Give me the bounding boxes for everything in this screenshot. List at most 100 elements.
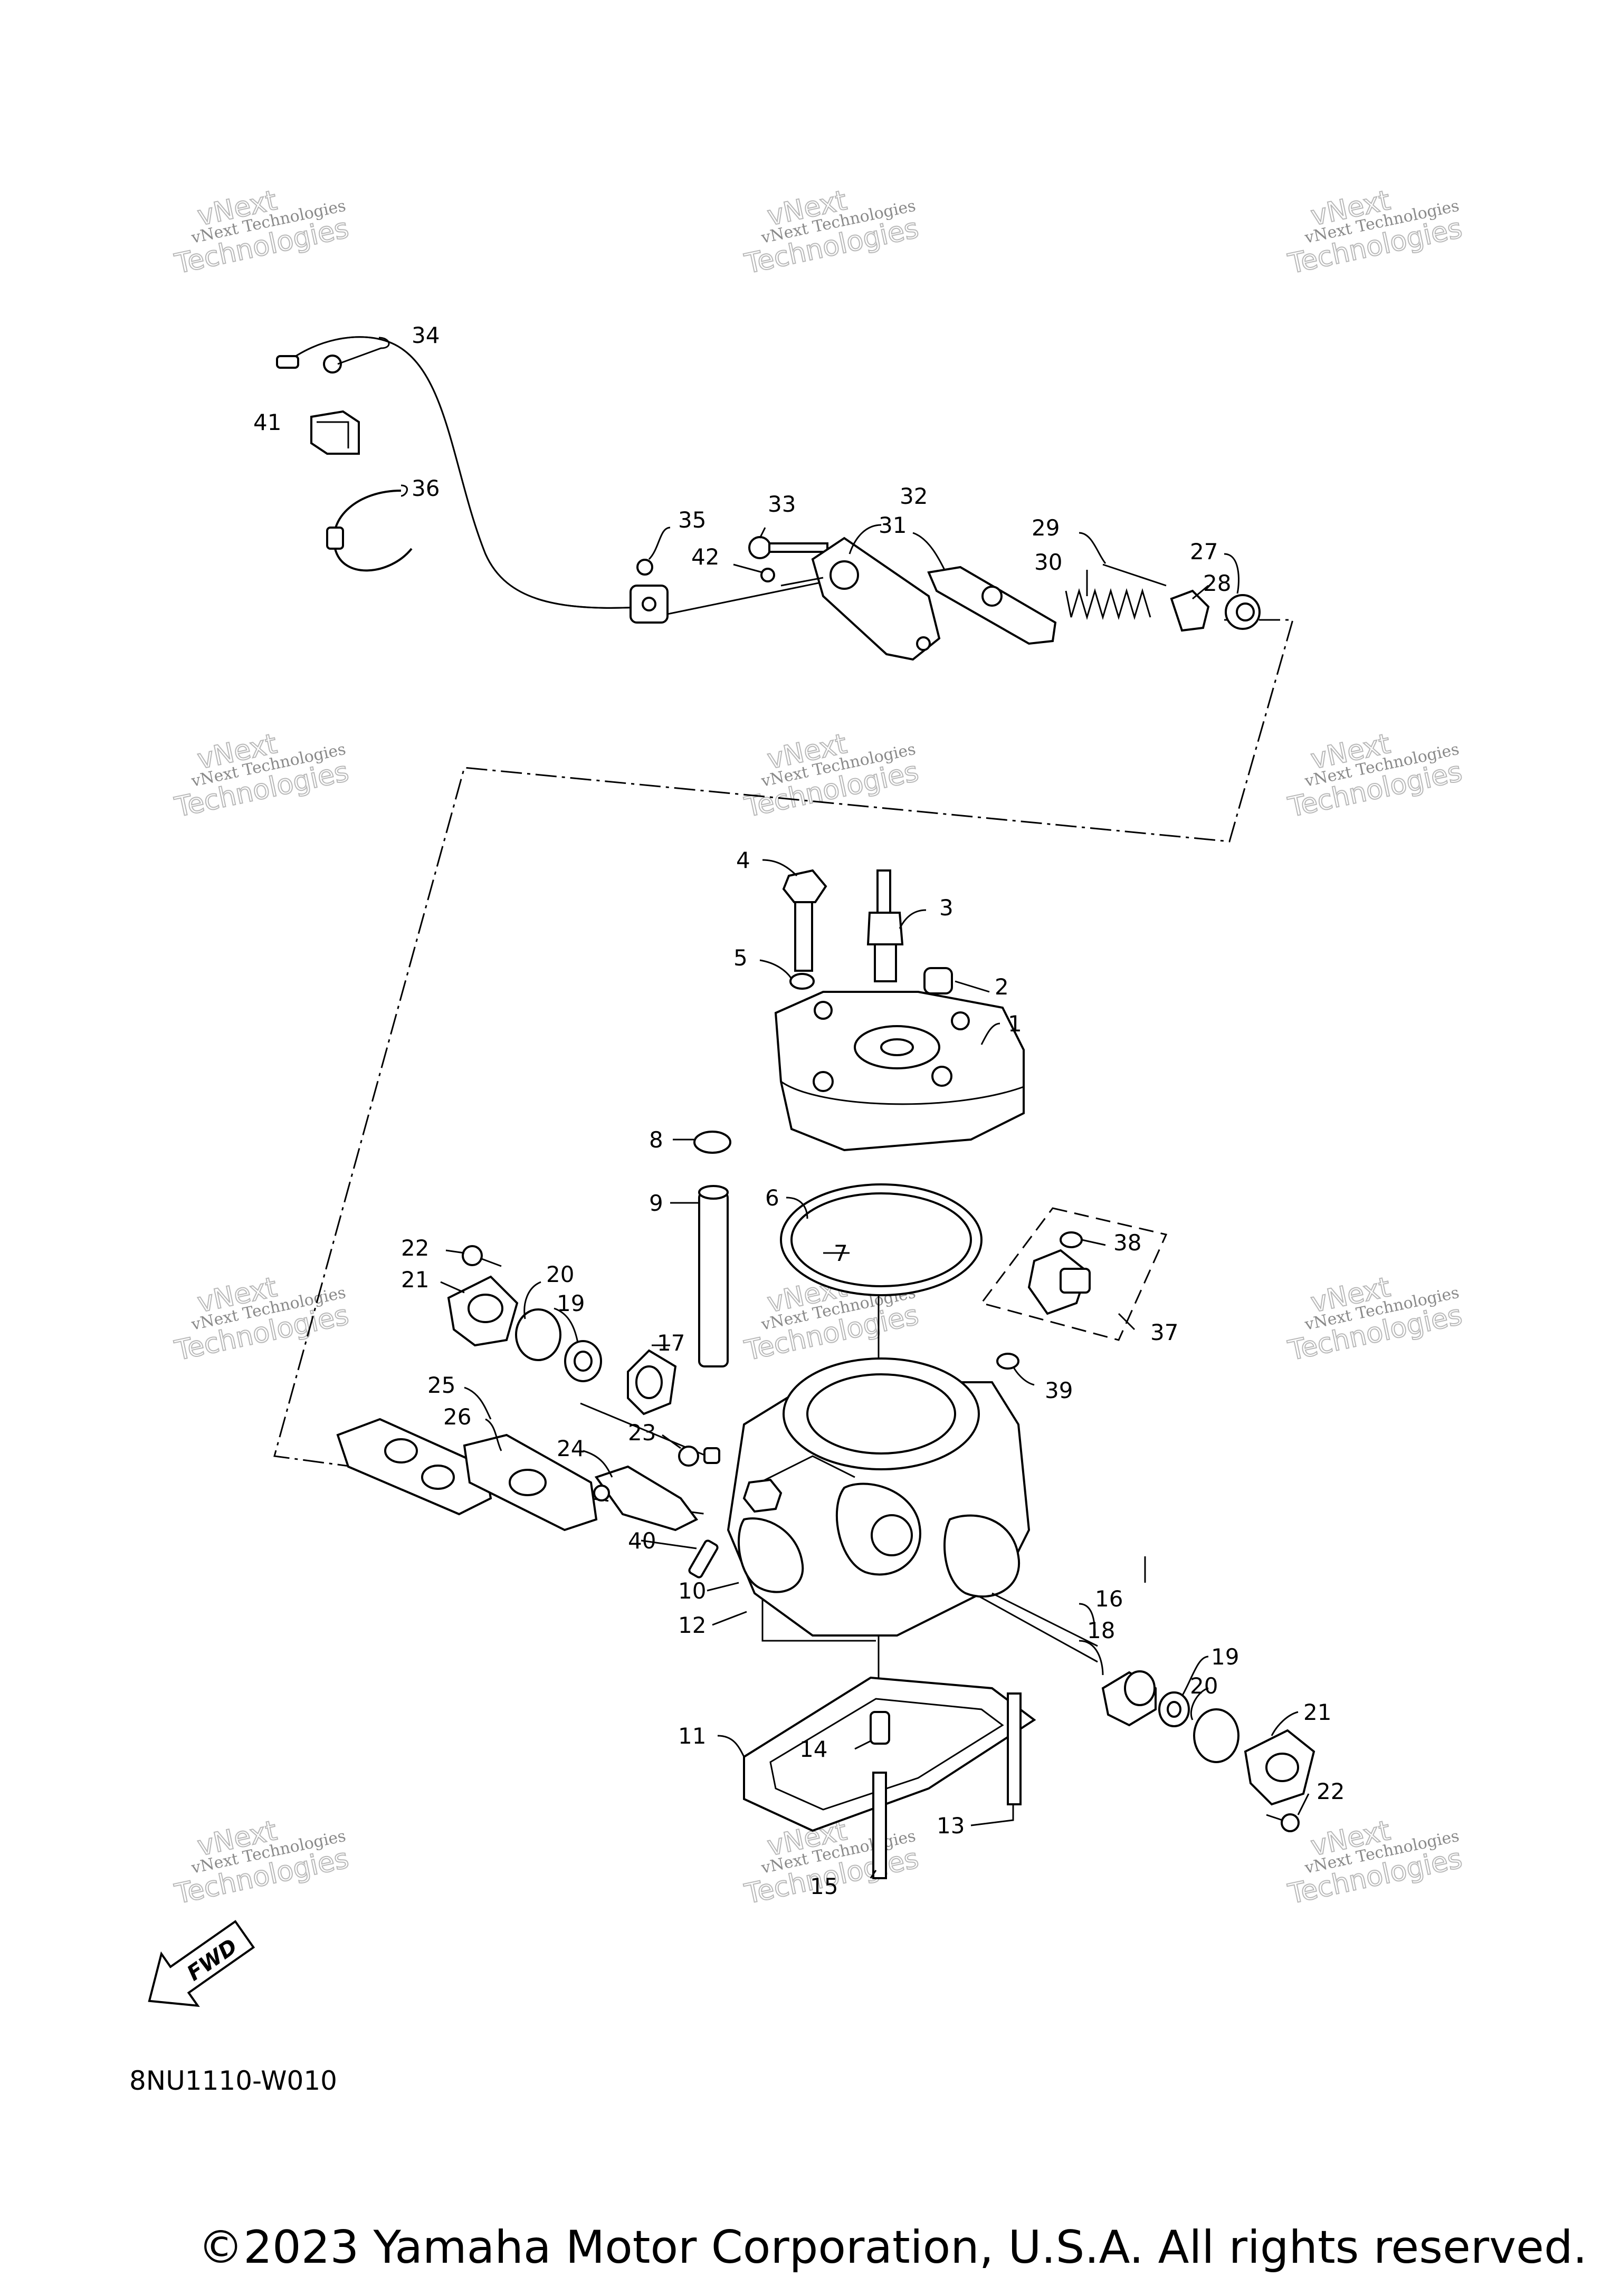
- callout-15: 15: [810, 1873, 838, 1899]
- callout-25: 25: [427, 1372, 455, 1398]
- cover-21-right: [1244, 1729, 1315, 1806]
- callout-37: 37: [1150, 1319, 1178, 1345]
- callout-33: 33: [768, 491, 796, 517]
- callout-28: 28: [1203, 570, 1231, 596]
- cylinder-10: [727, 1357, 1031, 1637]
- bearing-19-right: [1158, 1691, 1190, 1727]
- callout-4: 4: [736, 847, 750, 873]
- callout-30: 30: [1034, 549, 1062, 575]
- callout-36: 36: [412, 475, 440, 501]
- plug-2: [923, 967, 953, 994]
- forward-arrow-icon: FWD: [148, 1920, 255, 2007]
- dowel-14: [870, 1711, 890, 1745]
- cylinder-head-1: [774, 991, 1025, 1152]
- gasket-31: [927, 566, 1057, 645]
- callout-24: 24: [557, 1436, 585, 1461]
- callout-32: 32: [900, 483, 928, 509]
- callout-38: 38: [1113, 1230, 1141, 1256]
- watermark: vNext vNext Technologies Technologies: [171, 1814, 352, 1911]
- callout-19-right: 19: [1211, 1644, 1239, 1670]
- callout-20-left: 20: [546, 1261, 574, 1287]
- valve-18: [1101, 1670, 1157, 1727]
- watermark: vNext vNext Technologies Technologies: [741, 728, 922, 824]
- o-ring-38: [1060, 1231, 1083, 1248]
- callout-1: 1: [1008, 1011, 1022, 1037]
- actuator-24: [593, 1465, 699, 1532]
- callout-34: 34: [412, 322, 440, 348]
- watermark: vNext vNext Technologies Technologies: [1285, 184, 1465, 281]
- bolt-22-right: [1266, 1813, 1300, 1832]
- diagram-code: 8NU1110-W010: [129, 2065, 337, 2096]
- callout-21-right: 21: [1303, 1699, 1331, 1725]
- callout-41: 41: [253, 409, 281, 435]
- o-ring-8: [693, 1131, 731, 1154]
- callout-5: 5: [733, 945, 748, 971]
- cable-guide: [664, 577, 845, 616]
- callout-40: 40: [628, 1528, 656, 1554]
- bolt-23: [678, 1446, 720, 1467]
- callout-42: 42: [691, 544, 719, 570]
- valve-28: [1170, 589, 1210, 632]
- callout-8: 8: [649, 1127, 663, 1153]
- callout-6: 6: [765, 1185, 779, 1211]
- watermark: vNext vNext Technologies Technologies: [171, 728, 352, 824]
- copyright-notice: ©2023 Yamaha Motor Corporation, U.S.A. A…: [198, 2221, 1587, 2274]
- watermark: vNext vNext Technologies Technologies: [171, 184, 352, 281]
- callout-23: 23: [628, 1420, 656, 1446]
- pin-29: [1102, 563, 1167, 587]
- bracket-41: [310, 410, 360, 455]
- bolt-4: [782, 869, 827, 972]
- callout-20-right: 20: [1190, 1673, 1218, 1699]
- gasket-6-7: [780, 1183, 983, 1296]
- o-ring-20-right: [1193, 1708, 1239, 1763]
- injector-assembly-37: [980, 1207, 1168, 1341]
- sensor-40: [688, 1539, 719, 1578]
- band-clamp-36: [326, 490, 413, 572]
- callout-31: 31: [879, 512, 907, 538]
- callout-14: 14: [799, 1736, 827, 1762]
- washer-5: [789, 973, 815, 990]
- spark-plug-3: [866, 869, 904, 982]
- valve-17: [627, 1349, 677, 1415]
- callout-26: 26: [443, 1404, 471, 1430]
- cable-holder-35: [630, 559, 669, 624]
- rod-16: [991, 1592, 1098, 1647]
- callout-22-right: 22: [1317, 1778, 1345, 1804]
- bolt-22-left: [462, 1245, 502, 1267]
- callout-16: 16: [1095, 1586, 1123, 1612]
- callout-22-left: 22: [401, 1235, 429, 1261]
- nut-12: [742, 1478, 783, 1513]
- callout-2: 2: [995, 974, 1009, 1000]
- callout-35: 35: [678, 507, 706, 533]
- callout-labels: 1 2 3 4 5 6 7 8 9 10 11 12 13 14 15 16 1…: [253, 322, 1345, 1899]
- oil-seal-27: [1225, 594, 1261, 630]
- bolt-33: [748, 536, 828, 559]
- callout-39: 39: [1045, 1377, 1073, 1403]
- callout-11: 11: [678, 1723, 706, 1749]
- callout-21-left: 21: [401, 1267, 429, 1293]
- leader-lines: [337, 337, 1310, 1879]
- pipe-9: [698, 1185, 729, 1367]
- gasket-26: [463, 1433, 598, 1532]
- valve-housing-32: [780, 537, 941, 661]
- watermark: vNext vNext Technologies Technologies: [1285, 1271, 1465, 1367]
- watermark: vNext vNext Technologies Technologies: [741, 184, 922, 281]
- callout-3: 3: [939, 895, 953, 921]
- o-ring-39: [996, 1353, 1019, 1370]
- watermark: vNext vNext Technologies Technologies: [1285, 1814, 1465, 1911]
- callout-12: 12: [678, 1612, 706, 1638]
- callout-13: 13: [937, 1813, 965, 1839]
- watermark: vNext vNext Technologies Technologies: [1285, 728, 1465, 824]
- cylinder-base-gasket-11: [743, 1676, 1036, 1832]
- callout-10: 10: [678, 1578, 706, 1604]
- washer-42: [760, 568, 775, 582]
- callout-9: 9: [649, 1190, 663, 1216]
- power-valve-link-line: [273, 619, 1294, 1515]
- cover-21-left: [447, 1275, 519, 1347]
- callout-17: 17: [657, 1330, 685, 1356]
- callout-18: 18: [1087, 1618, 1115, 1643]
- spring-30: [1065, 588, 1151, 620]
- power-valve-cable-34: [276, 336, 650, 609]
